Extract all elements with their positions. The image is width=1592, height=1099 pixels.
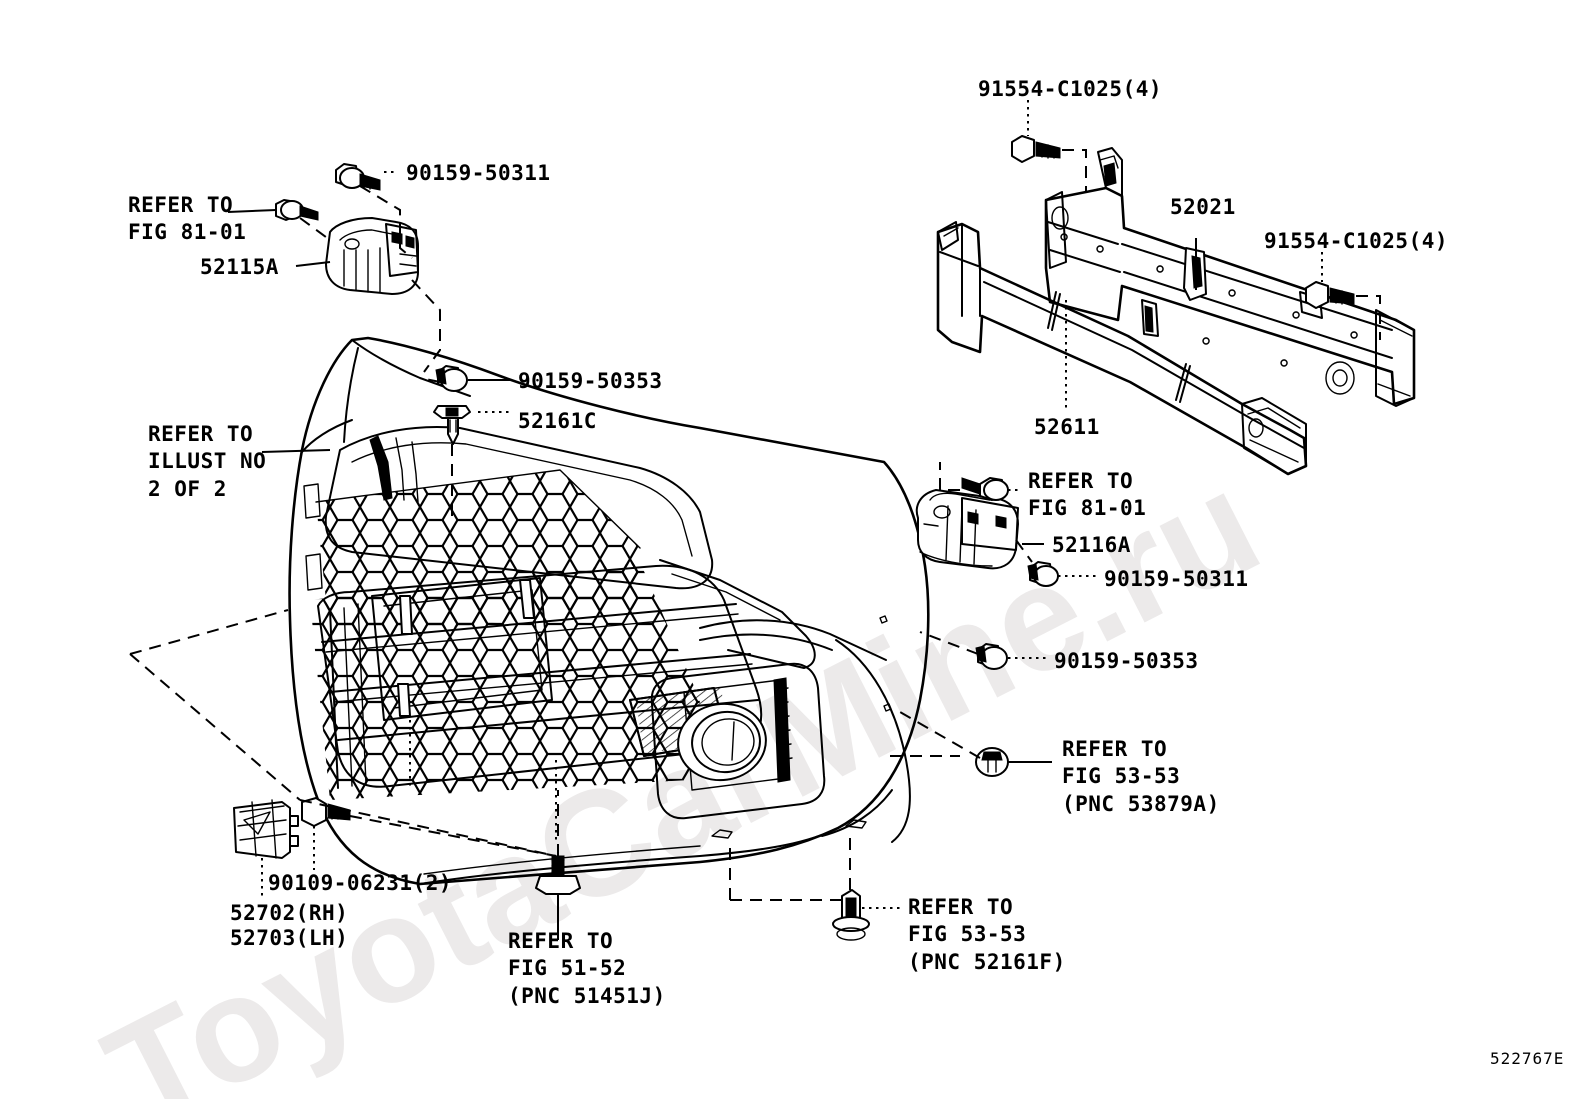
assembly-line-90159-50311-top (359, 185, 413, 259)
assembly-line-90159-50353-right (919, 631, 979, 655)
fastener-90159-50353-right (975, 643, 1008, 670)
part-52021-reinforcement-bar (1044, 147, 1416, 407)
part-52702-52703-retainer (233, 799, 299, 859)
fastener-91554-c1025-right (1305, 281, 1355, 309)
label-bolt-91554-c1025-left: 91554-C1025(4) (978, 77, 1163, 101)
assembly-line-53879a (899, 711, 981, 759)
label-bolt-91554-c1025-right: 91554-C1025(4) (1264, 229, 1449, 253)
assembly-line-52115a-to-bolt (299, 217, 331, 241)
fastener-refer-81-01-left (275, 199, 319, 221)
fastener-90159-50311-right (1027, 561, 1059, 587)
label-refer-fig-51-52: REFER TO FIG 51-52 (PNC 51451J) (508, 929, 666, 1008)
label-part-52021: 52021 (1170, 195, 1236, 219)
label-bolt-90159-50311-top: 90159-50311 (406, 161, 551, 185)
front-bumper-cover-drawing (288, 336, 930, 886)
label-clip-52161c: 52161C (518, 409, 597, 433)
label-bolt-90109-06231: 90109-06231(2) (268, 871, 453, 895)
assembly-line-52115a-to-cover (411, 279, 441, 373)
label-bolt-90159-50353-top: 90159-50353 (518, 369, 663, 393)
assembly-line-52116a-bolt-top (939, 462, 960, 491)
part-52611-absorber (936, 221, 1308, 476)
assembly-line-bracket-left-1 (129, 609, 289, 655)
leader-refer-illust (261, 449, 331, 453)
label-refer-fig-53-53-53879a: REFER TO FIG 53-53 (PNC 53879A) (1062, 737, 1220, 816)
fastener-refer-53-53-53879a-clip (975, 747, 1009, 777)
label-part-52116a: 52116A (1052, 533, 1131, 557)
leader-52115a (295, 261, 331, 267)
label-bolt-90159-50353-right: 90159-50353 (1054, 649, 1199, 673)
fastener-refer-53-53-52161f-clip (832, 889, 870, 941)
assembly-line-91554-right (1356, 295, 1381, 340)
label-refer-fig-53-53-52161f: REFER TO FIG 53-53 (PNC 52161F) (908, 895, 1066, 974)
leader-refer-81-01-left (227, 209, 277, 213)
fastener-refer-51-52-bolt (535, 855, 581, 895)
assembly-line-bracket-left-3 (299, 799, 557, 857)
label-part-52702-rh: 52702(RH) (230, 901, 349, 925)
part-52115a-bracket (325, 217, 419, 295)
label-part-52703-lh: 52703(LH) (230, 926, 349, 950)
label-refer-fig-81-01-right: REFER TO FIG 81-01 (1028, 469, 1147, 521)
assembly-line-91554-left (1062, 149, 1087, 192)
fastener-91554-c1025-left (1011, 135, 1061, 163)
assembly-line-bracket-left-4 (349, 815, 557, 857)
label-bolt-90159-50311-right: 90159-50311 (1104, 567, 1249, 591)
label-refer-illust-no-2-of-2: REFER TO ILLUST NO 2 OF 2 (148, 422, 267, 501)
label-part-52611: 52611 (1034, 415, 1100, 439)
label-refer-fig-81-01-left: REFER TO FIG 81-01 (128, 193, 247, 245)
label-part-52115a: 52115A (200, 255, 279, 279)
assembly-line-90159-50353-top (419, 377, 441, 383)
label-figure-id: 522767E (1490, 1049, 1565, 1068)
assembly-line-52116a-bolt-bottom (1015, 539, 1033, 563)
fastener-52161c-clip (433, 405, 471, 445)
part-52116a-bracket (915, 489, 1019, 570)
assembly-line-bracket-left-2 (129, 653, 301, 801)
fastener-90159-50311-top (335, 163, 381, 191)
fastener-90159-50353-top (435, 365, 468, 392)
